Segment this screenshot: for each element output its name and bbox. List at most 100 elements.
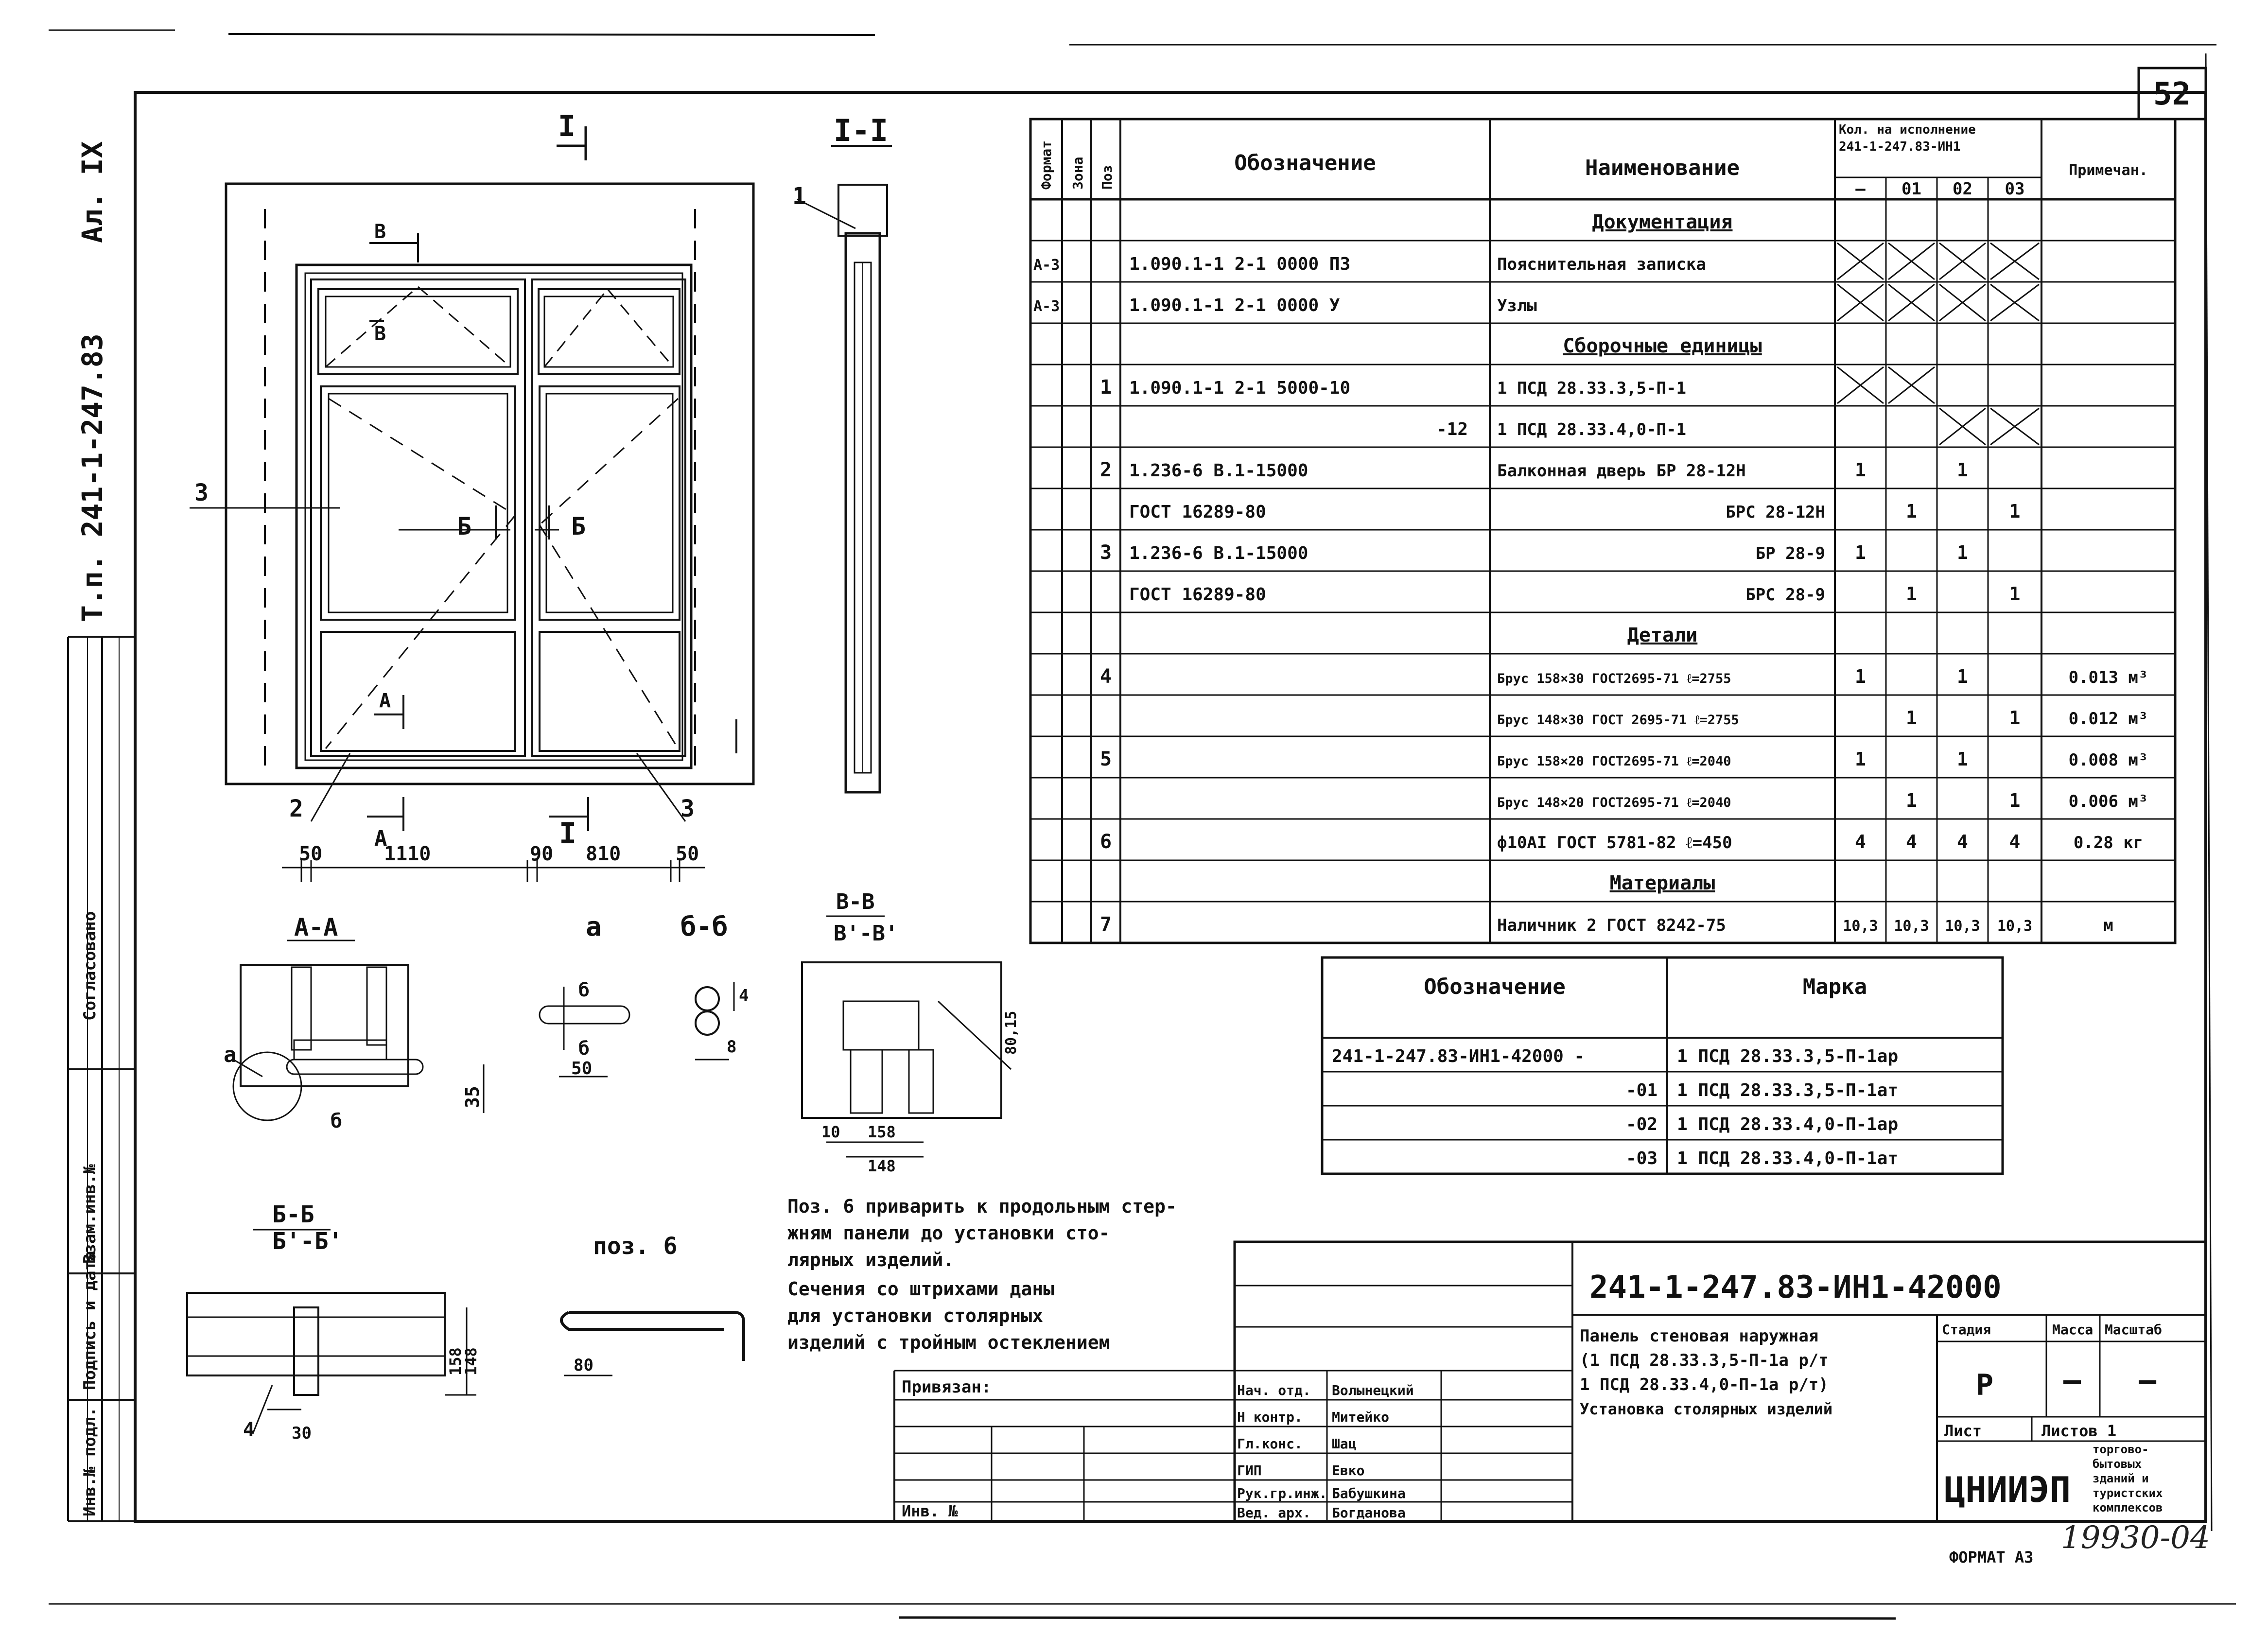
notes: Поз. 6 приварить к продольным стер-жням … [787,1196,1177,1353]
leader-3: 3 [194,479,209,506]
spec-row-qty: 1 [1957,459,1968,481]
cross-out-mark [1939,242,1986,280]
stage-value: Р [1976,1368,1993,1402]
signer-role: Вед. арх. [1237,1505,1311,1521]
title-line-4: Установка столярных изделий [1580,1400,1832,1418]
detail-bb-small-title: б-б [680,911,728,942]
signer-name: Евко [1332,1462,1364,1479]
signer-name: Богданова [1332,1505,1406,1521]
spec-row-note: 0.013 м³ [2069,668,2148,687]
format-label: ФОРМАТ А3 [1949,1548,2033,1566]
spec-header-designation: Обозначение [1234,151,1376,175]
spec-row-name: Брус 148×30 ГОСТ 2695-71 ℓ=2755 [1497,713,1739,728]
detail-bb-small-d2: 8 [727,1037,736,1057]
title-line-3: 1 ПСД 28.33.4,0-П-1а р/т) [1580,1375,1829,1394]
spec-header-zone: Зона [1070,157,1086,190]
spec-header-note: Примечан. [2069,162,2148,179]
detail-pos6 [560,1311,745,1376]
spec-row-pos: 7 [1100,913,1112,936]
mass-label: Масса [2052,1322,2093,1338]
signer-name: Бабушкина [1332,1485,1406,1501]
spec-row-name: 1 ПСД 28.33.4,0-П-1 [1497,420,1686,439]
strip-label-agreed: Согласовано [80,911,100,1021]
scale-label: Масштаб [2105,1322,2162,1338]
detail-aa-title: А-А [294,913,338,941]
spec-row-qty: 10,3 [1997,918,2032,935]
signer-role: Гл.конс. [1237,1436,1303,1452]
detail-vv-d1: 10 [821,1123,840,1141]
facade-view [190,126,755,882]
page-number: 52 [2153,76,2191,112]
note-line: жням панели до установки сто- [787,1222,1110,1244]
cross-out-mark [1837,283,1884,322]
detail-vv-d4: 80,15 [1003,1011,1020,1055]
spec-row-qty: 1 [2009,790,2021,811]
inv-label: Инв. № [902,1502,958,1520]
spec-row-note: м [2103,916,2113,935]
detail-bb-title-top: Б-Б [272,1201,314,1228]
marks-header-mark: Марка [1803,975,1867,999]
cross-out-mark [1888,242,1935,280]
sheets-label: Листов 1 [2041,1422,2116,1440]
spec-row-name: 1 ПСД 28.33.3,5-П-1 [1497,379,1686,398]
section-i-i-title: I-I [834,113,888,148]
org-sub-3: зданий и [2093,1472,2149,1485]
signer-role: Н контр. [1237,1409,1303,1425]
cross-out-mark [1837,242,1884,280]
spec-row-note: 0.012 м³ [2069,709,2148,729]
spec-row-name: ф10АI ГОСТ 5781-82 ℓ=450 [1497,833,1732,853]
spec-row-pos: 6 [1100,831,1112,853]
spec-row-note: 0.28 кг [2074,833,2143,853]
detail-aa-dim: 35 [462,1086,483,1108]
detail-pos6-title: поз. 6 [593,1233,677,1260]
detail-a-title: а [586,911,602,942]
spec-row-qty: 1 [1906,707,1917,729]
cross-out-mark [1888,283,1935,322]
mass-value: – [2063,1363,2081,1397]
spec-row-designation: ГОСТ 16289-80 [1129,502,1266,522]
leader-1: 1 [792,183,806,210]
bound-label: Привязан: [902,1377,991,1397]
spec-row-qty: 4 [2009,831,2021,853]
left-binding-strip [67,636,135,1522]
detail-vv [801,915,1012,1158]
marks-row-mark: 1 ПСД 28.33.3,5-П-1ар [1677,1046,1898,1066]
spec-qty-col-2: 02 [1953,179,1972,199]
signer-name: Шац [1332,1436,1357,1452]
series-label: Т.п. 241-1-247.83 [76,333,109,622]
title-line-2: (1 ПСД 28.33.3,5-П-1а р/т [1580,1351,1829,1370]
spec-row-designation: ГОСТ 16289-80 [1129,585,1266,605]
spec-header-pos: Поз [1099,165,1115,190]
note-line: для установки столярных [787,1305,1043,1326]
dim-50-left: 50 [299,843,322,865]
cross-out-mark [1939,407,1986,446]
spec-row-name: Брус 148×20 ГОСТ2695-71 ℓ=2040 [1497,795,1731,810]
cross-out-mark [1837,366,1884,404]
detail-bb-title-bot: Б'-Б' [272,1228,343,1255]
marks-row-mark: 1 ПСД 28.33.4,0-П-1ат [1677,1149,1898,1168]
spec-row-qty: 1 [2009,501,2021,522]
marks-row-mark: 1 ПСД 28.33.4,0-П-1ар [1677,1114,1898,1134]
spec-row-qty: 10,3 [1894,918,1929,935]
marks-row-designation: -03 [1626,1149,1657,1168]
title-line-1: Панель стеновая наружная [1580,1326,1818,1346]
leader-2: 2 [289,795,303,822]
spec-row-qty: 1 [1906,583,1917,605]
spec-row-qty: 10,3 [1945,918,1980,935]
sheet-frame [49,29,2236,1620]
org-sub-4: туристских [2093,1486,2163,1500]
signer-role: ГИП [1237,1462,1262,1479]
detail-pos6-dim: 80 [574,1356,593,1375]
scale-value: – [2139,1363,2157,1397]
title-code: 241-1-247.83-ИН1-42000 [1589,1270,2002,1305]
org-sub-5: комплексов [2093,1501,2163,1514]
signer-name: Волынецкий [1332,1382,1414,1398]
spec-row-qty: 1 [1957,748,1968,770]
strip-label-sign: Подпись и дата [80,1251,100,1390]
detail-a-d2: б [578,1038,590,1059]
spec-section-title: Материалы [1610,872,1715,894]
spec-section-title: Документация [1592,211,1733,233]
